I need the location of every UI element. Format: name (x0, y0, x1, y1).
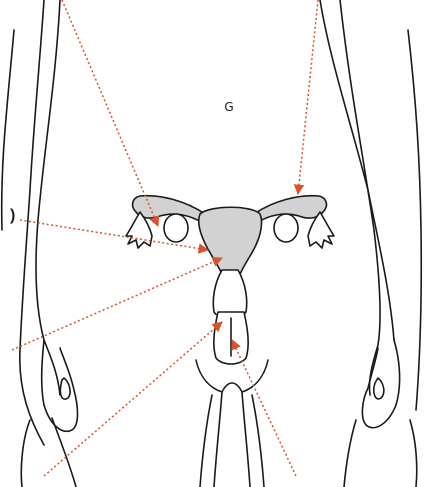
leader-line-vagina (232, 340, 296, 476)
leader-line-tube-from-top (298, 0, 318, 194)
right-inner-thigh (242, 360, 268, 487)
right-hand-outline (362, 340, 399, 428)
right-arm-inner (340, 0, 380, 395)
leader-line-ovary-from-top (62, 0, 158, 226)
left-hand-fingers (21, 420, 30, 487)
right-leg-inner (252, 395, 264, 487)
left-hand-outline (42, 340, 78, 431)
crotch-line (222, 383, 242, 392)
left-torso-line (20, 0, 44, 445)
left-arm-outer (2, 30, 14, 230)
leader-line-cervix (44, 322, 222, 476)
right-hand-fingers (410, 420, 417, 487)
right-torso-line (320, 0, 394, 340)
left-inner-thigh (196, 360, 222, 487)
edge-label-fragment: ) (10, 208, 15, 224)
left-leg-line (52, 418, 76, 487)
navel-mark: G (224, 100, 233, 114)
ovary-right (164, 214, 188, 242)
leader-lines (12, 0, 318, 476)
left-thumb (60, 378, 70, 399)
left-leg-inner (200, 395, 212, 487)
right-thumb (374, 378, 384, 399)
cervix (213, 270, 246, 317)
right-leg-line (344, 420, 356, 487)
reproductive-organs (126, 196, 334, 364)
ovary-left (274, 214, 298, 242)
right-arm-outer (408, 30, 421, 410)
